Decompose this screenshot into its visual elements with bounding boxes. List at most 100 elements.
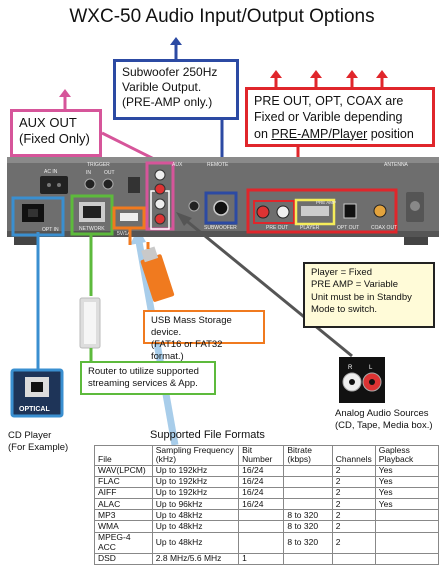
table-cell: 16/24 [238,464,285,477]
aux-in-white-jack [154,198,166,210]
table-cell: 2 [331,520,376,533]
pre-out-port-frame [253,200,295,224]
header-sampling: Sampling Frequency (kHz) [151,445,240,466]
pre-out-up-arrow-4 [376,70,388,87]
formats-header-row: File Sampling Frequency (kHz) Bit Number… [94,445,440,466]
table-cell: 1 [238,552,285,566]
pre-out-highlight [246,188,398,234]
analog-callout: Analog Audio Sources (CD, Tape, Media bo… [335,408,436,440]
remote-jack [188,200,200,212]
network-port-inner [83,206,101,218]
table-cell: Up to 192kHz [151,486,240,500]
pre-out-line3-underlined: PRE-AMP/Player [271,126,368,141]
table-cell: WMA [94,520,153,533]
subwoofer-callout: Subwoofer 250Hz Varible Output. (PRE-AMP… [113,59,239,120]
table-cell [238,509,285,522]
pre-out-line3-suffix: position [367,126,414,141]
table-cell [283,475,333,488]
pre-out-left-jack [256,205,270,219]
network-label: NETWORK [79,226,105,232]
header-gapless: Gapless Playback [374,445,440,466]
player-mode-line1: Player = Fixed [311,267,372,278]
router-line2: streaming services & App. [88,377,198,389]
table-cell: Yes [374,486,440,500]
trigger-in-jack [84,178,96,190]
aux-up-arrow [59,89,71,110]
table-cell [331,552,376,566]
table-cell: Up to 48kHz [151,509,240,522]
ac-in-label: AC IN [44,169,58,175]
coax-out-jack [373,204,387,218]
usb-stick-icon [140,246,175,302]
table-cell: 2.8 MHz/5.6 MHz [151,552,240,566]
aux-out-white-jack [154,169,166,181]
table-cell: Up to 48kHz [151,520,240,533]
table-cell: 8 to 320 [283,509,333,522]
table-cell: Up to 48kHz [151,531,240,554]
table-cell: 2 [331,475,376,488]
pre-out-callout: PRE OUT, OPT, COAX are Fixed or Varible … [245,87,435,147]
analog-rca-right-label: R [348,365,353,371]
table-cell: WAV(LPCM) [94,464,153,477]
table-cell: MPEG-4 ACC [94,531,153,554]
trigger-switch [128,177,140,193]
subwoofer-label: SUBWOOFER [204,225,237,231]
analog-line2: (CD, Tape, Media box.) [335,419,433,431]
router-line1: Router to utilize supported [88,366,199,377]
table-cell: Yes [374,475,440,488]
cd-player-callout: CD Player (For Example) [8,430,78,464]
trigger-out-label: OUT [104,170,115,176]
pre-out-up-arrow-1 [270,70,282,87]
pre-out-label: PRE OUT [266,225,288,231]
opt-in-port-inner [28,209,38,217]
ac-pin-left [47,183,51,187]
table-cell: 16/24 [238,498,285,511]
router-band [84,302,96,344]
panel-top-edge [7,157,439,163]
optical-port-inner [31,382,43,392]
table-cell: FLAC [94,475,153,488]
player-mode-line4: Mode to switch. [311,304,377,316]
table-cell: 8 to 320 [283,520,333,533]
analog-line1: Analog Audio Sources [335,408,429,419]
table-cell: 16/24 [238,486,285,500]
table-cell [283,464,333,477]
table-cell [283,498,333,511]
usb-port-label: 5V/1A [117,231,131,237]
table-cell: AIFF [94,486,153,500]
table-cell: Up to 96kHz [151,498,240,511]
analog-cable [182,216,353,358]
ac-pin-right [57,183,61,187]
pre-amp-switch-label: PRE AMP [316,200,336,205]
subwoofer-jack [213,200,229,216]
opt-out-label: OPT OUT [337,225,359,231]
analog-arrowhead [176,212,192,226]
pre-out-line3-prefix: on [254,126,272,141]
analog-rca-left-inner [349,379,355,385]
pre-out-up-arrow-3 [346,70,358,87]
aux-out-callout: AUX OUT (Fixed Only) [10,109,102,157]
subwoofer-highlight [204,191,238,225]
opt-in-label: OPT IN [42,227,59,233]
table-cell: 2 [331,498,376,511]
opt-out-port [343,203,357,219]
panel-foot-left [14,237,38,245]
header-bitrate: Bitrate (kbps) [283,445,333,466]
diagram-title: WXC-50 Audio Input/Output Options [69,6,375,27]
pre-out-up-arrow-2 [310,70,322,87]
panel-foot-right [404,237,428,245]
antenna-label: ANTENNA [384,162,409,168]
table-cell: ALAC [94,498,153,511]
formats-table: File Sampling Frequency (kHz) Bit Number… [94,445,440,566]
aux-label: AUX [172,162,183,168]
analog-rca-right-inner [369,379,375,385]
ac-inlet [40,176,68,194]
table-cell: Up to 192kHz [151,475,240,488]
